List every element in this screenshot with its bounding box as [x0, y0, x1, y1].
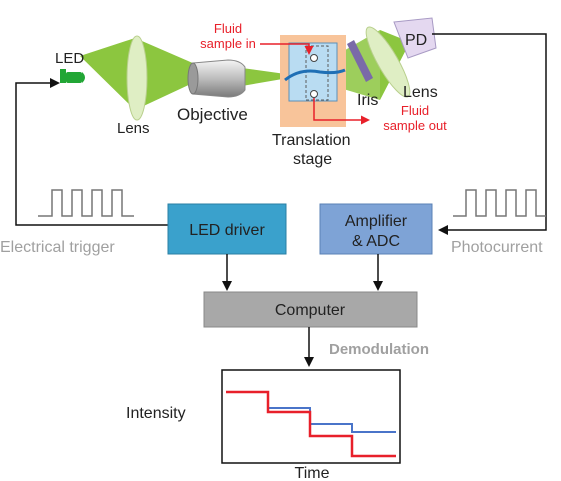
- led-label: LED: [55, 50, 84, 67]
- left-lens-icon: [126, 35, 148, 121]
- amplifier-label-line2: & ADC: [352, 233, 400, 250]
- intensity-label: Intensity: [126, 405, 186, 422]
- translation-stage-label-line2: stage: [293, 151, 332, 168]
- computer-box: [203, 291, 418, 328]
- flow-channel: [305, 45, 329, 101]
- photocurrent-line: [432, 33, 547, 235]
- iris-icon: [347, 40, 373, 82]
- fluid-in-arrow: [260, 43, 314, 55]
- led-driver-box: [167, 203, 287, 255]
- left-lens-label: Lens: [117, 120, 150, 137]
- outlet-port: [310, 90, 318, 98]
- led-icon: [60, 69, 85, 83]
- fluid-in-label-line1: Fluid: [214, 21, 242, 36]
- iris-label: Iris: [357, 92, 378, 109]
- right-lens-label: Lens: [403, 84, 438, 101]
- amplifier-label-line1: Amplifier: [345, 213, 408, 230]
- inlet-port: [310, 54, 318, 62]
- fluid-out-label-line1: Fluid: [401, 103, 429, 118]
- right-lens-icon: [365, 26, 411, 98]
- demodulation-label: Demodulation: [329, 341, 429, 358]
- red-signal-line: [226, 390, 396, 458]
- photocurrent-pulse-icon: [453, 189, 546, 217]
- amplifier-adc-box: [319, 203, 433, 255]
- focused-beam: [284, 68, 346, 82]
- fluid-in-label-line2: sample in: [200, 36, 256, 51]
- electrical-trigger-label: Electrical trigger: [0, 239, 115, 256]
- fluid-out-arrow: [313, 98, 370, 125]
- photodiode-label: PD: [405, 32, 427, 49]
- objective-icon: [187, 59, 246, 98]
- fluid-out-label-line2: sample out: [383, 118, 447, 133]
- led-driver-label: LED driver: [189, 222, 265, 239]
- objective-label: Objective: [177, 105, 248, 124]
- photodiode-icon: [393, 17, 437, 59]
- photocurrent-label: Photocurrent: [451, 239, 543, 256]
- trigger-line: [15, 78, 168, 226]
- trigger-pulse-icon: [38, 189, 134, 217]
- translation-stage-label-line1: Translation: [272, 132, 351, 149]
- computer-label: Computer: [275, 302, 346, 319]
- time-label: Time: [295, 465, 330, 481]
